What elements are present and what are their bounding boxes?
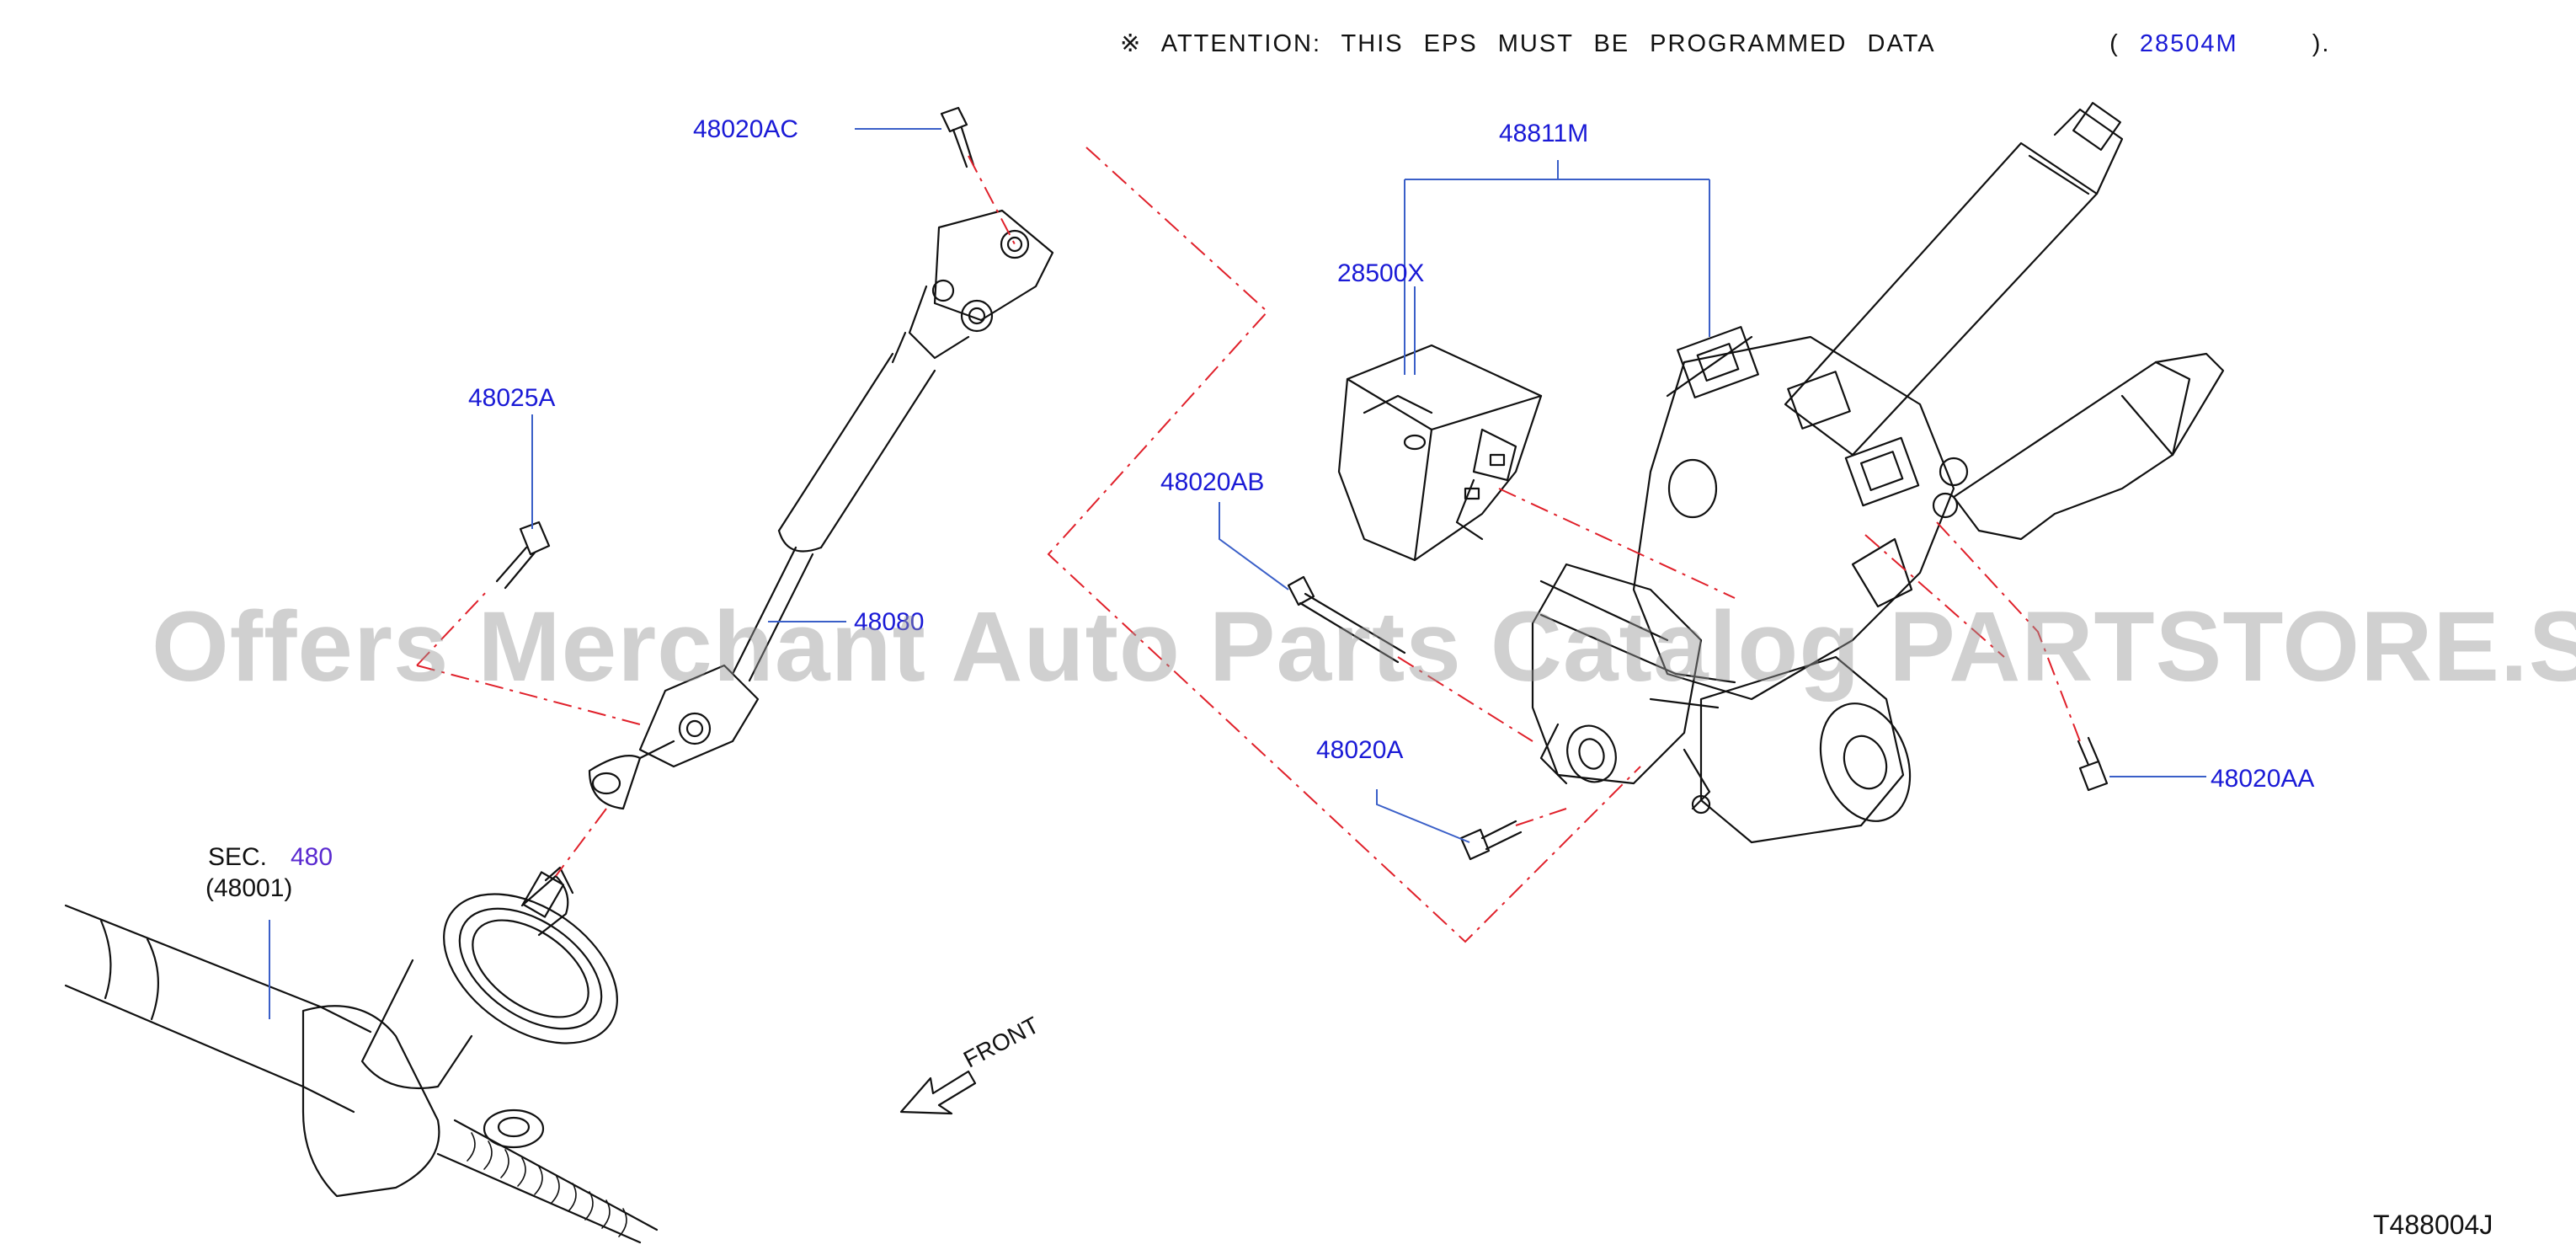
attention-part-link[interactable]: 28504M xyxy=(2139,30,2238,57)
diagram-id: T488004J xyxy=(2373,1210,2493,1240)
callout-48020A[interactable]: 48020A xyxy=(1316,736,1404,764)
front-arrow-icon xyxy=(899,1070,977,1115)
section-sub: (48001) xyxy=(205,874,293,902)
callout-48020AC[interactable]: 48020AC xyxy=(693,115,799,143)
attention-open: ( xyxy=(2109,30,2120,57)
bolt-48020A xyxy=(1459,820,1523,861)
attention-mark: ※ xyxy=(1120,30,1143,57)
callout-48025A[interactable]: 48025A xyxy=(468,384,556,412)
section-link-480[interactable]: 480 xyxy=(291,843,333,871)
bolt-48020AA xyxy=(2077,736,2109,792)
callout-48811M[interactable]: 48811M xyxy=(1499,120,1589,147)
intermediate-shaft xyxy=(588,209,1054,810)
watermark: Offers Merchant Auto Parts Catalog PARTS… xyxy=(152,591,2576,702)
bolt-48020AB xyxy=(1287,575,1406,664)
steering-column-assembly xyxy=(1531,102,2225,844)
callout-leaders xyxy=(269,128,2206,1019)
eps-control-module xyxy=(1337,344,1543,562)
bolt-48020AC xyxy=(940,106,975,168)
steering-rack xyxy=(64,866,659,1244)
bolt-48025A xyxy=(495,521,551,590)
attention-note: ※ ATTENTION: THIS EPS MUST BE PROGRAMMED… xyxy=(1120,29,2330,58)
callout-48020AB[interactable]: 48020AB xyxy=(1160,468,1265,496)
callout-48020AA[interactable]: 48020AA xyxy=(2211,765,2315,793)
callout-28500X[interactable]: 28500X xyxy=(1337,259,1425,287)
assembly-phantom-lines xyxy=(416,147,2081,943)
callout-48080[interactable]: 48080 xyxy=(854,608,925,636)
attention-close: ). xyxy=(2312,30,2331,57)
section-prefix: SEC. xyxy=(208,843,268,871)
attention-text: ATTENTION: THIS EPS MUST BE PROGRAMMED D… xyxy=(1160,30,1934,57)
